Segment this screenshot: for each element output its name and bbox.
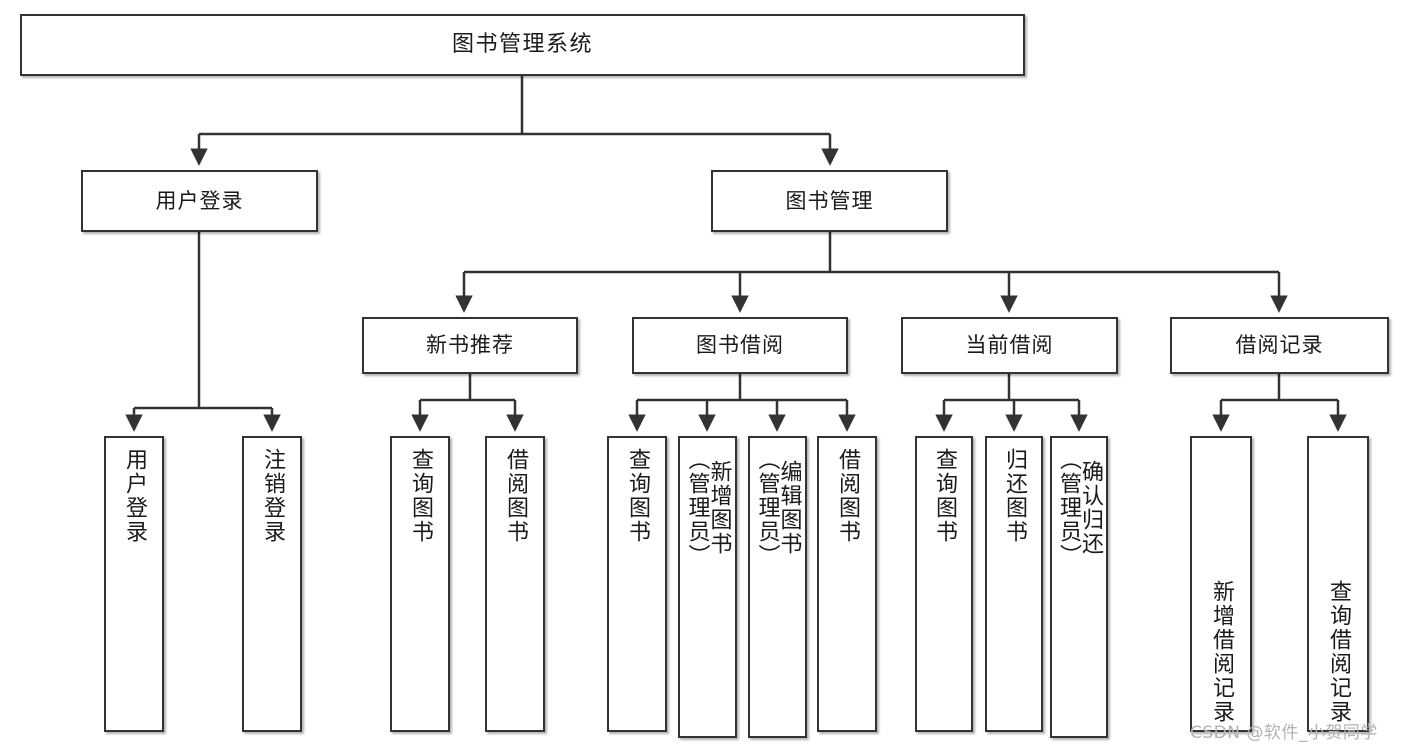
node-leaf-confirm-return-admin[interactable]: 确认归还 （管理员） xyxy=(1050,436,1108,738)
node-leaf-edit-book-admin[interactable]: 编辑图书 （管理员） xyxy=(748,436,807,738)
node-label: 查询图书 xyxy=(408,448,433,544)
node-label: 借阅记录 xyxy=(1235,333,1324,358)
node-book-borrow[interactable]: 图书借阅 xyxy=(632,317,848,374)
node-leaf-query-book-recommend[interactable]: 查询图书 xyxy=(390,436,450,732)
node-leaf-logout[interactable]: 注销登录 xyxy=(242,436,302,732)
node-leaf-query-borrow-record[interactable]: 查询借阅记录 xyxy=(1307,436,1369,732)
node-user-login[interactable]: 用户登录 xyxy=(81,170,318,232)
node-leaf-add-book-admin[interactable]: 新增图书 （管理员） xyxy=(678,436,737,738)
node-new-book-recommend[interactable]: 新书推荐 xyxy=(362,317,578,374)
node-label: 借阅图书 xyxy=(835,448,860,544)
node-root-book-management-system[interactable]: 图书管理系统 xyxy=(20,14,1025,76)
node-book-management[interactable]: 图书管理 xyxy=(711,170,948,232)
node-label: 当前借阅 xyxy=(965,333,1054,358)
node-label: 新增借阅记录 xyxy=(1209,580,1234,724)
node-leaf-query-book-borrow[interactable]: 查询图书 xyxy=(607,436,667,732)
node-borrow-record[interactable]: 借阅记录 xyxy=(1170,317,1389,374)
node-leaf-user-login[interactable]: 用户登录 xyxy=(104,436,164,732)
node-label: 查询图书 xyxy=(625,448,650,544)
node-label: 确认归还 （管理员） xyxy=(1056,448,1103,568)
node-label: 图书管理系统 xyxy=(451,32,593,58)
node-label: 新书推荐 xyxy=(426,333,514,358)
node-label: 注销登录 xyxy=(260,448,285,544)
node-leaf-query-book-current[interactable]: 查询图书 xyxy=(915,436,973,732)
node-current-borrow[interactable]: 当前借阅 xyxy=(901,317,1118,374)
node-label: 图书管理 xyxy=(785,188,874,213)
node-label: 用户登录 xyxy=(122,448,147,544)
node-label: 查询借阅记录 xyxy=(1326,580,1351,724)
node-leaf-return-book[interactable]: 归还图书 xyxy=(985,436,1043,732)
node-leaf-add-borrow-record[interactable]: 新增借阅记录 xyxy=(1190,436,1252,732)
node-label: 编辑图书 （管理员） xyxy=(754,448,802,568)
node-label: 用户登录 xyxy=(155,188,244,213)
csdn-watermark: CSDN @软件_小贺同学 xyxy=(1190,723,1378,743)
node-leaf-borrow-book-recommend[interactable]: 借阅图书 xyxy=(485,436,545,732)
node-leaf-borrow-book[interactable]: 借阅图书 xyxy=(817,436,877,732)
node-label: 归还图书 xyxy=(1002,448,1027,544)
node-label: 图书借阅 xyxy=(696,333,784,358)
node-label: 新增图书 （管理员） xyxy=(684,448,732,568)
node-label: 借阅图书 xyxy=(503,448,528,544)
node-label: 查询图书 xyxy=(932,448,957,544)
